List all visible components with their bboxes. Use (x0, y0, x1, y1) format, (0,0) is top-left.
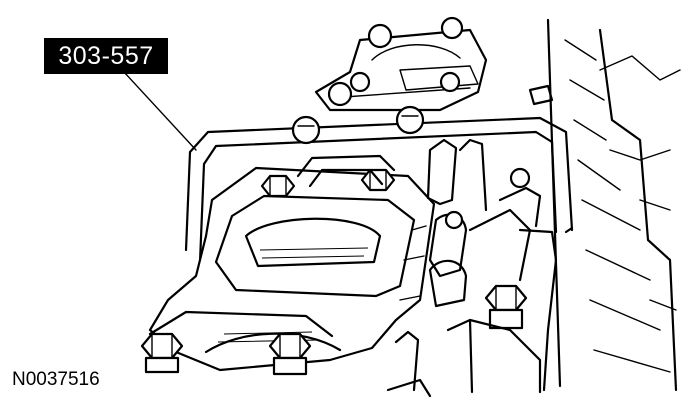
bracket-bolt-left (291, 115, 321, 145)
center-cam-cap (296, 154, 396, 188)
bolt-lower-middle (268, 332, 312, 376)
engine-block-right (528, 18, 681, 392)
adapter-plate (148, 166, 436, 372)
bolt-upper-left (260, 174, 296, 198)
tool-number-label: 303-557 (44, 38, 168, 74)
cylinder-head-detail (386, 138, 558, 398)
tool-bracket-303-557 (184, 105, 574, 264)
bolt-right-side (484, 284, 528, 330)
leader-line (123, 71, 197, 151)
figure-id-label: N0037516 (12, 369, 100, 390)
upper-cam-cap-assembly (314, 16, 488, 112)
bolt-lower-left (140, 332, 184, 374)
plate-bolts (140, 168, 528, 376)
bracket-bolt-right (395, 105, 425, 135)
